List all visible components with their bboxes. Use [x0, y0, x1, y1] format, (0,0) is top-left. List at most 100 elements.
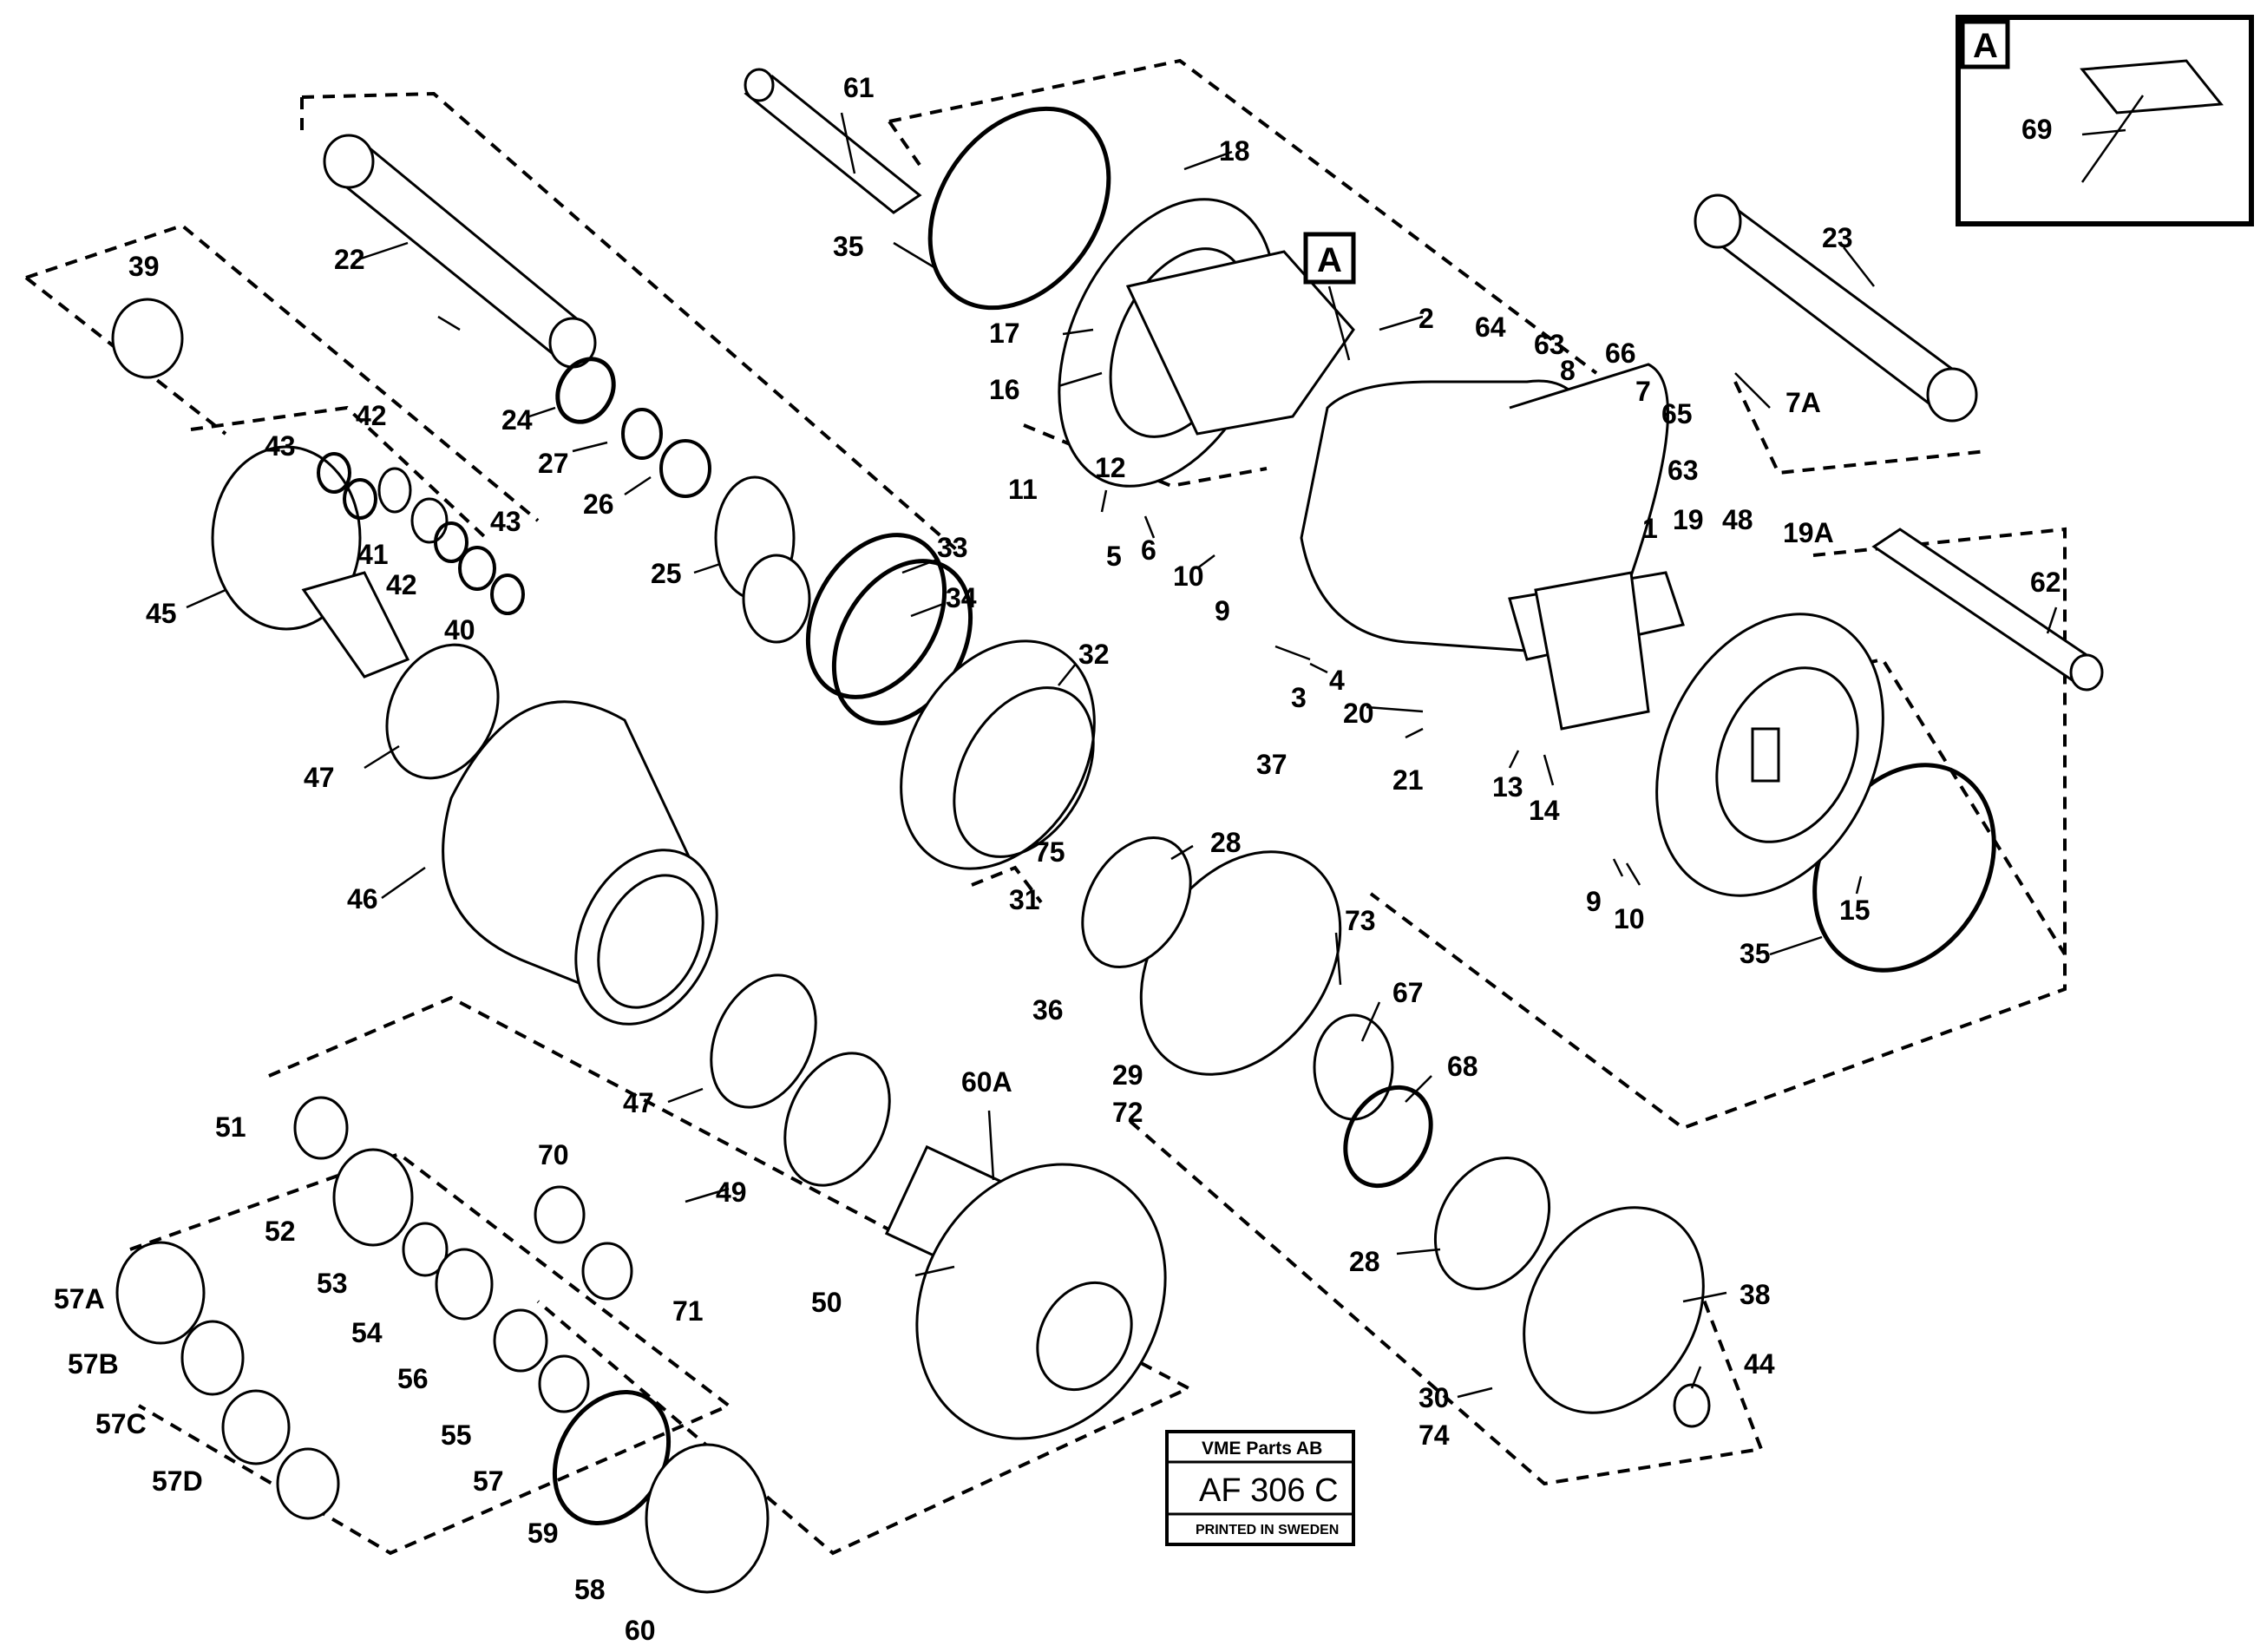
- gear-39: [111, 298, 184, 379]
- part-label-22: 22: [334, 244, 365, 275]
- part-label-37: 37: [1256, 749, 1287, 780]
- part-label-41: 41: [357, 539, 389, 570]
- part-label-10a: 10: [1173, 560, 1204, 592]
- seal-49: [783, 1052, 891, 1187]
- part-label-57C: 57C: [95, 1408, 147, 1439]
- bearing-47-top: [385, 643, 500, 780]
- part-label-20: 20: [1343, 698, 1374, 729]
- part-label-42a: 42: [356, 400, 387, 431]
- part-label-67: 67: [1392, 977, 1424, 1008]
- cover-38: [1523, 1206, 1705, 1414]
- tube-61: [744, 68, 922, 214]
- part-label-60A: 60A: [961, 1066, 1012, 1098]
- part-label-18: 18: [1219, 135, 1250, 167]
- part-label-28b: 28: [1349, 1246, 1380, 1277]
- drive-shaft-22: [323, 134, 597, 369]
- part-label-36: 36: [1032, 994, 1064, 1026]
- part-label-55: 55: [441, 1419, 472, 1451]
- part-label-43b: 43: [490, 506, 521, 537]
- hub-50: [884, 1144, 1167, 1440]
- part-label-19: 19: [1673, 504, 1704, 535]
- part-label-30: 30: [1419, 1382, 1450, 1413]
- part-label-17: 17: [989, 318, 1020, 349]
- hub-46: [442, 700, 718, 1026]
- part-label-6: 6: [1141, 534, 1156, 566]
- part-label-45: 45: [146, 598, 177, 629]
- part-label-73: 73: [1345, 905, 1376, 936]
- part-label-59: 59: [527, 1518, 559, 1549]
- part-label-63a: 63: [1534, 329, 1565, 360]
- part-label-24: 24: [501, 404, 533, 436]
- part-label-12: 12: [1095, 452, 1126, 483]
- part-label-2: 2: [1419, 303, 1434, 334]
- part-label-27: 27: [538, 448, 569, 479]
- planet-carrier-32: [900, 639, 1096, 870]
- part-label-52: 52: [265, 1216, 296, 1247]
- part-label-33: 33: [937, 532, 968, 563]
- company-name: VME Parts AB: [1202, 1439, 1322, 1459]
- callout-letter: A: [1317, 241, 1342, 279]
- part-label-35b: 35: [1740, 938, 1771, 969]
- axle-housing: [1058, 198, 1884, 897]
- part-label-35a: 35: [833, 231, 864, 262]
- small-parts-upper: [317, 357, 811, 644]
- part-label-25: 25: [651, 558, 682, 589]
- part-label-65: 65: [1661, 398, 1693, 429]
- part-label-51: 51: [215, 1111, 246, 1143]
- ring-68: [1343, 1085, 1433, 1189]
- part-label-26: 26: [583, 488, 614, 520]
- part-label-62: 62: [2030, 567, 2061, 598]
- part-label-72: 72: [1112, 1097, 1143, 1128]
- part-label-68: 68: [1447, 1051, 1478, 1082]
- small-parts-lower-left: [115, 1096, 770, 1594]
- dashed-group-outlines: [24, 58, 2067, 1556]
- inset-letter: A: [1973, 27, 1998, 65]
- part-label-42b: 42: [386, 569, 417, 600]
- gear-67: [1313, 1013, 1394, 1121]
- part-label-63b: 63: [1667, 455, 1699, 486]
- part-label-38: 38: [1740, 1279, 1771, 1310]
- part-label-57: 57: [473, 1465, 504, 1497]
- part-label-21: 21: [1392, 764, 1424, 796]
- part-label-44: 44: [1744, 1348, 1775, 1380]
- part-label-64: 64: [1475, 311, 1506, 343]
- joint-45: [211, 445, 410, 678]
- tube-62: [1871, 528, 2104, 692]
- part-label-48: 48: [1722, 504, 1753, 535]
- part-label-1: 1: [1642, 513, 1658, 544]
- part-label-15: 15: [1839, 895, 1871, 926]
- part-label-5: 5: [1106, 541, 1122, 572]
- part-label-19A: 19A: [1783, 517, 1834, 548]
- part-label-61: 61: [843, 72, 875, 103]
- part-label-3: 3: [1291, 682, 1307, 713]
- part-label-34: 34: [946, 582, 977, 613]
- part-label-7A: 7A: [1785, 387, 1821, 418]
- part-label-71: 71: [672, 1295, 704, 1327]
- callout-a: A: [1303, 232, 1356, 361]
- part-label-47b: 47: [623, 1087, 654, 1118]
- part-label-8: 8: [1560, 355, 1576, 386]
- part-label-40: 40: [444, 614, 475, 646]
- part-label-54: 54: [351, 1317, 383, 1348]
- part-label-57A: 57A: [54, 1283, 105, 1314]
- part-labels: 61 18 35 2 17 16 11 12 5 6 10 9 3 4 20 2…: [54, 72, 2061, 1646]
- part-label-9b: 9: [1586, 886, 1602, 917]
- part-label-46: 46: [347, 883, 378, 914]
- ring-28-top: [1081, 836, 1192, 969]
- part-label-32: 32: [1078, 639, 1110, 670]
- part-label-49: 49: [716, 1177, 747, 1208]
- drive-shaft-23: [1694, 193, 1978, 423]
- part-label-39: 39: [128, 251, 160, 282]
- part-label-13: 13: [1492, 771, 1523, 803]
- part-label-70: 70: [538, 1139, 569, 1170]
- part-label-4: 4: [1329, 665, 1345, 696]
- part-label-57B: 57B: [68, 1348, 119, 1380]
- bearing-28-bottom: [1433, 1157, 1551, 1290]
- leader-lines: [186, 112, 2058, 1399]
- drawing-number: AF 306 C: [1199, 1472, 1339, 1509]
- part-label-53: 53: [317, 1268, 348, 1299]
- part-label-28a: 28: [1210, 827, 1242, 858]
- part-label-43a: 43: [265, 430, 296, 462]
- part-label-29: 29: [1112, 1059, 1143, 1091]
